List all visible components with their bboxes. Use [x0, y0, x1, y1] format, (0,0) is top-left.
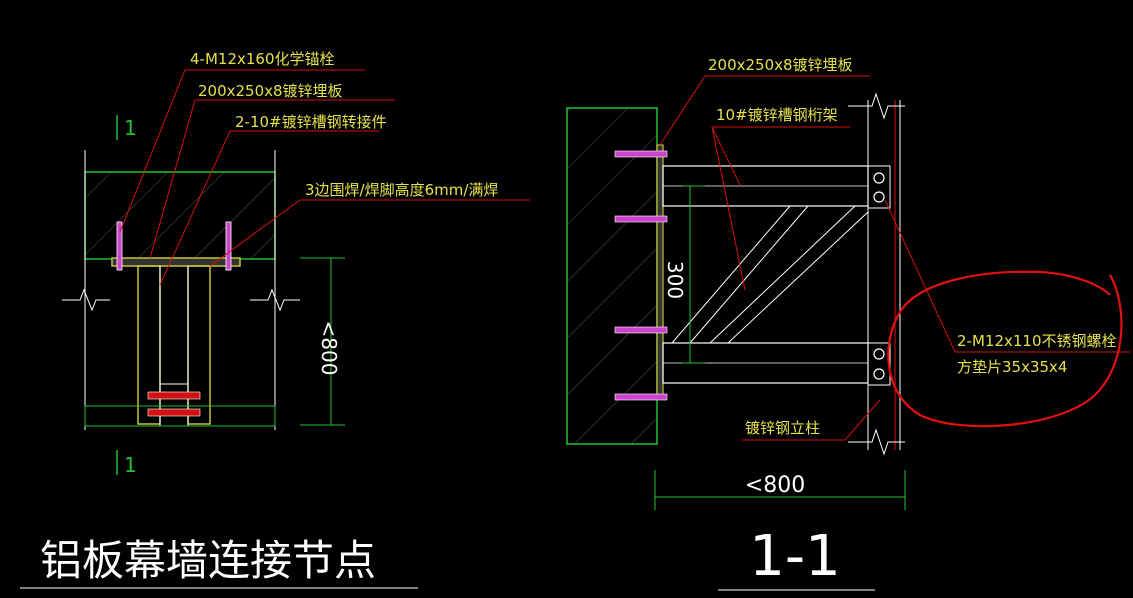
left-anchor-bolt-1: [116, 221, 123, 271]
label-stainless-bolt: 2-M12x110不锈钢螺栓: [957, 332, 1117, 350]
main-title: 铝板幕墙连接节点: [40, 536, 376, 585]
right-leader-truss: [711, 126, 850, 186]
right-dim-300-text: 300: [663, 261, 687, 299]
section-mark-bottom-label: 1: [124, 453, 137, 477]
label-channel-truss: 10#镀锌槽钢桁架: [716, 106, 838, 124]
right-break-top: [848, 92, 905, 120]
right-leader-bolt: [884, 199, 1130, 353]
right-embed-plate: [656, 144, 664, 396]
left-dim-text: <800: [317, 321, 341, 376]
left-channel-adapter-1: [137, 265, 161, 425]
right-concrete-wall: [566, 107, 658, 445]
right-bolt-1: [873, 172, 885, 184]
label-embed-plate-right: 200x250x8镀锌埋板: [708, 56, 853, 74]
left-steel-column-box: [159, 383, 189, 427]
left-concrete-slab: [84, 171, 276, 260]
right-dim-800-text: <800: [745, 473, 805, 498]
left-break-line-left: [62, 288, 110, 312]
right-anchor-4: [614, 393, 668, 401]
right-anchor-1: [614, 150, 668, 158]
leader-adapter: [159, 130, 380, 286]
right-truss-diagonal-1: [671, 205, 791, 344]
label-square-washer: 方垫片35x35x4: [957, 358, 1067, 376]
section-mark-top-label: 1: [124, 116, 137, 140]
right-break-bottom: [848, 428, 905, 456]
left-break-line-right: [250, 288, 300, 312]
right-bolt-2: [873, 191, 885, 203]
red-markup-circle: [887, 270, 1123, 428]
left-bolt-red-1: [147, 391, 201, 400]
left-embed-plate: [111, 257, 241, 267]
left-cross-beam: [84, 405, 276, 427]
right-truss-diagonal-1b: [689, 205, 809, 344]
label-channel-adapter: 2-10#镀锌槽钢转接件: [235, 113, 387, 131]
leader-embed: [149, 99, 395, 259]
left-channel-adapter-2: [187, 265, 211, 425]
right-bolt-plate-top: [867, 165, 891, 209]
leader-anchor: [119, 69, 365, 233]
right-truss-diagonal-2: [709, 205, 856, 344]
left-bolt-red-2: [147, 408, 201, 417]
label-weld: 3边围焊/焊脚高度6mm/满焊: [305, 181, 498, 199]
label-chemical-anchor: 4-M12x160化学锚栓: [190, 50, 335, 68]
right-leader-embed: [659, 75, 870, 146]
right-bolt-4: [873, 368, 885, 380]
label-steel-column: 镀锌钢立柱: [745, 419, 820, 437]
right-leader-truss-2: [711, 126, 746, 291]
right-truss-diagonal-2b: [727, 211, 869, 344]
right-leader-column: [742, 399, 881, 441]
right-bolt-3: [873, 348, 885, 360]
right-anchor-2: [614, 215, 668, 223]
right-anchor-3: [614, 326, 668, 334]
left-anchor-bolt-2: [225, 221, 232, 271]
right-bolt-plate-bottom: [867, 342, 891, 386]
left-elevation-view: [62, 69, 530, 475]
section-title: 1-1: [749, 524, 840, 589]
leader-weld: [209, 199, 530, 267]
right-section-view: [566, 75, 1130, 591]
label-embed-plate-left: 200x250x8镀锌埋板: [198, 82, 343, 100]
